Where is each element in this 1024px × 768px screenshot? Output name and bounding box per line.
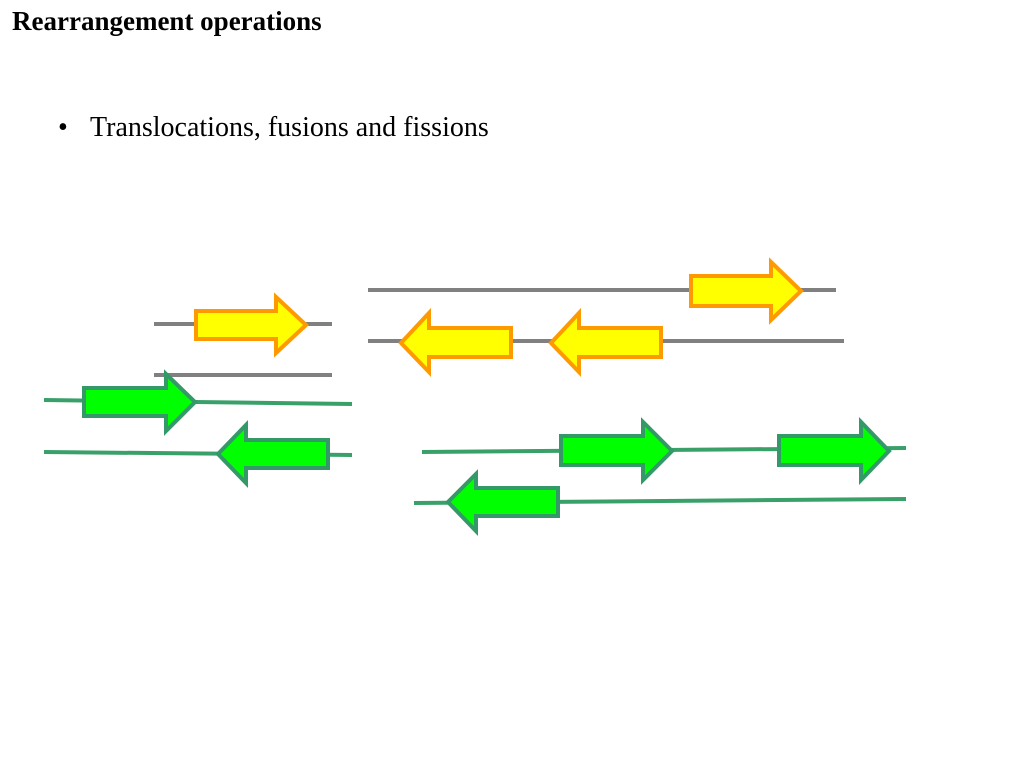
bullet-marker: • [58, 112, 68, 143]
green-gene-arrow-forward [559, 417, 675, 485]
yellow-gene-arrow-reverse [548, 307, 663, 377]
yellow-gene-arrow-reverse [398, 307, 513, 377]
bullet-list: • Translocations, fusions and fissions [58, 112, 489, 144]
yellow-gene-arrow-forward [689, 257, 804, 325]
bullet-item: • Translocations, fusions and fissions [58, 112, 489, 144]
slide-title: Rearrangement operations [12, 6, 322, 36]
green-gene-arrow-reverse [445, 469, 560, 536]
green-gene-arrow-reverse [215, 420, 330, 488]
yellow-genes [194, 257, 804, 377]
green-gene-arrow-forward [82, 369, 198, 436]
green-genes [82, 369, 892, 536]
bullet-text: Translocations, fusions and fissions [90, 112, 489, 143]
yellow-gene-arrow-forward [194, 292, 309, 358]
green-gene-arrow-forward [777, 417, 892, 485]
